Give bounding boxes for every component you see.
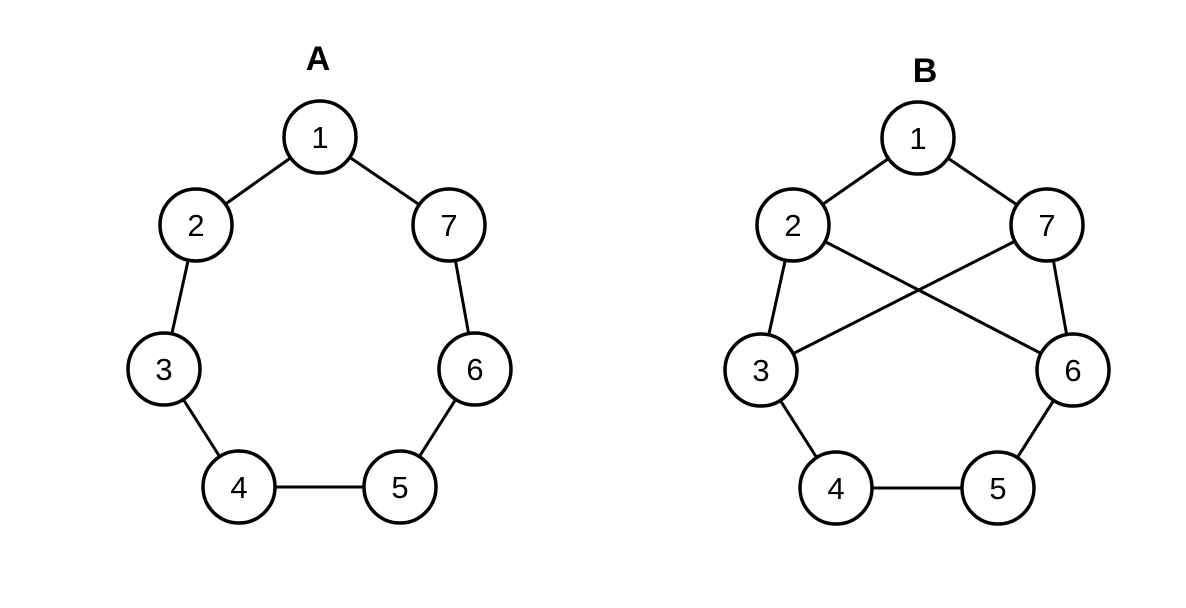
graph-node-5 bbox=[362, 449, 438, 525]
node-label-7: 7 bbox=[1038, 208, 1055, 243]
edge-3-7 bbox=[759, 223, 1049, 372]
node-label-2: 2 bbox=[187, 208, 204, 243]
figure-b: 1 2 3 4 5 6 7 B bbox=[723, 52, 1111, 526]
node-label-4: 4 bbox=[827, 471, 844, 506]
nodes-layer: 1 2 3 4 5 6 7 bbox=[126, 99, 513, 525]
graph-node-1 bbox=[880, 100, 956, 176]
graph-node-6 bbox=[437, 331, 513, 407]
node-label-4: 4 bbox=[230, 470, 247, 505]
node-label-1: 1 bbox=[311, 120, 328, 155]
node-label-5: 5 bbox=[989, 471, 1006, 506]
node-label-1: 1 bbox=[909, 121, 926, 156]
graph-node-1 bbox=[282, 99, 358, 175]
graph-node-6 bbox=[1035, 332, 1111, 408]
node-label-6: 6 bbox=[466, 352, 483, 387]
figure-label-b: B bbox=[913, 52, 938, 90]
node-label-6: 6 bbox=[1064, 353, 1081, 388]
graph-node-2 bbox=[158, 187, 234, 263]
figure-label-a: A bbox=[306, 40, 331, 78]
figure-a: 1 2 3 4 5 6 7 A bbox=[126, 40, 513, 525]
node-label-3: 3 bbox=[155, 352, 172, 387]
graph-node-4 bbox=[798, 450, 874, 526]
graph-node-7 bbox=[1009, 187, 1085, 263]
graph-node-3 bbox=[126, 331, 202, 407]
graph-node-3 bbox=[723, 332, 799, 408]
node-label-2: 2 bbox=[784, 208, 801, 243]
graph-node-7 bbox=[411, 187, 487, 263]
nodes-layer: 1 2 3 4 5 6 7 bbox=[723, 100, 1111, 526]
node-label-7: 7 bbox=[440, 208, 457, 243]
node-label-3: 3 bbox=[752, 353, 769, 388]
graph-node-2 bbox=[755, 187, 831, 263]
node-label-5: 5 bbox=[391, 470, 408, 505]
edges-layer bbox=[162, 135, 477, 489]
edge-2-6 bbox=[791, 223, 1075, 372]
graph-node-5 bbox=[960, 450, 1036, 526]
graph-node-4 bbox=[201, 449, 277, 525]
